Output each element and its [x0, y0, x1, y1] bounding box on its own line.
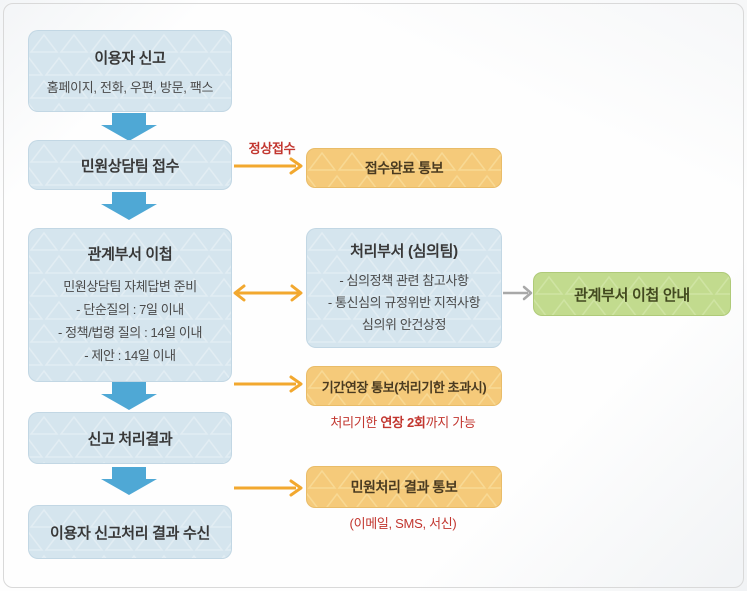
dept-transfer-line: - 제안 : 14일 이내 — [84, 348, 176, 363]
triangle-pattern — [29, 229, 231, 381]
extension-notice-box: 기간연장 통보(처리기한 초과시) — [306, 366, 502, 406]
user-report-channels: 홈페이지, 전화, 우편, 방문, 팩스 — [46, 79, 214, 95]
triangle-pattern — [29, 506, 231, 558]
result-notice-label: 민원처리 결과 통보 — [350, 479, 458, 495]
receipt-complete-box: 접수완료 통보 — [306, 148, 502, 188]
triangle-pattern — [307, 467, 501, 507]
counsel-receipt-title: 민원상담팀 접수 — [80, 157, 180, 175]
transfer-guide-box: 관계부서 이첩 안내 — [533, 272, 731, 316]
dept-transfer-title: 관계부서 이첩 — [87, 246, 173, 263]
counsel-receipt-content: 민원상담팀 접수 — [29, 155, 231, 176]
down-arrow-icon — [101, 382, 157, 410]
dept-transfer-details: 민원상담팀 자체답변 준비 - 단순질의 : 7일 이내 - 정책/법령 질의 … — [29, 275, 231, 367]
right-arrow-icon — [234, 375, 303, 393]
triangle-pattern — [307, 149, 501, 187]
user-receive-box: 이용자 신고처리 결과 수신 — [28, 505, 232, 559]
double-arrow-icon — [233, 284, 303, 302]
user-report-box: 이용자 신고 홈페이지, 전화, 우편, 방문, 팩스 — [28, 30, 232, 112]
triangle-pattern — [534, 273, 730, 315]
down-arrow-icon — [101, 192, 157, 220]
down-arrow-icon — [101, 113, 157, 141]
review-dept-line: - 통신심의 규정위반 지적사항 — [327, 295, 481, 310]
report-result-content: 신고 처리결과 — [29, 428, 231, 449]
down-arrow-icon — [101, 467, 157, 495]
extension-note: 처리기한 연장 2회까지 가능 — [281, 412, 525, 431]
report-result-box: 신고 처리결과 — [28, 412, 232, 464]
user-report-content: 이용자 신고 홈페이지, 전화, 우편, 방문, 팩스 — [29, 47, 231, 96]
extension-note-prefix: 처리기한 — [330, 415, 381, 430]
right-arrow-icon — [234, 157, 303, 175]
dept-transfer-content: 관계부서 이첩 민원상담팀 자체답변 준비 - 단순질의 : 7일 이내 - 정… — [29, 243, 231, 367]
triangle-pattern — [29, 413, 231, 463]
transfer-guide-label: 관계부서 이첩 안내 — [574, 286, 690, 304]
user-report-title: 이용자 신고 — [94, 49, 166, 67]
review-dept-title: 처리부서 (심의팀) — [350, 243, 458, 260]
user-receive-title: 이용자 신고처리 결과 수신 — [49, 524, 211, 542]
report-result-title: 신고 처리결과 — [87, 430, 173, 448]
dept-transfer-box: 관계부서 이첩 민원상담팀 자체답변 준비 - 단순질의 : 7일 이내 - 정… — [28, 228, 232, 382]
user-receive-content: 이용자 신고처리 결과 수신 — [29, 522, 231, 543]
triangle-pattern — [29, 141, 231, 189]
review-dept-box: 처리부서 (심의팀) - 심의정책 관련 참고사항 - 통신심의 규정위반 지적… — [306, 228, 502, 348]
triangle-pattern — [29, 31, 231, 111]
extension-note-bold: 연장 2회 — [380, 415, 426, 430]
normal-receipt-label: 정상접수 — [248, 141, 296, 156]
triangle-pattern — [307, 229, 501, 347]
receipt-complete-label: 접수완료 통보 — [364, 160, 444, 176]
right-arrow-icon — [234, 479, 303, 497]
triangle-pattern — [307, 367, 501, 405]
result-notice-note: (이메일, SMS, 서신) — [349, 516, 457, 531]
extension-note-suffix: 까지 가능 — [425, 415, 476, 430]
review-dept-details: - 심의정책 관련 참고사항 - 통신심의 규정위반 지적사항 심의위 안건상정 — [307, 270, 501, 336]
review-dept-content: 처리부서 (심의팀) - 심의정책 관련 참고사항 - 통신심의 규정위반 지적… — [307, 240, 501, 336]
dept-transfer-line: - 단순질의 : 7일 이내 — [76, 302, 184, 317]
gray-right-arrow-icon — [503, 285, 533, 301]
extension-notice-label: 기간연장 통보(처리기한 초과시) — [321, 379, 487, 395]
dept-transfer-line: 민원상담팀 자체답변 준비 — [63, 279, 197, 294]
review-dept-line: 심의위 안건상정 — [361, 317, 447, 332]
review-dept-line: - 심의정책 관련 참고사항 — [339, 273, 469, 288]
dept-transfer-line: - 정책/법령 질의 : 14일 이내 — [57, 325, 203, 340]
counsel-receipt-box: 민원상담팀 접수 — [28, 140, 232, 190]
result-notice-box: 민원처리 결과 통보 — [306, 466, 502, 508]
